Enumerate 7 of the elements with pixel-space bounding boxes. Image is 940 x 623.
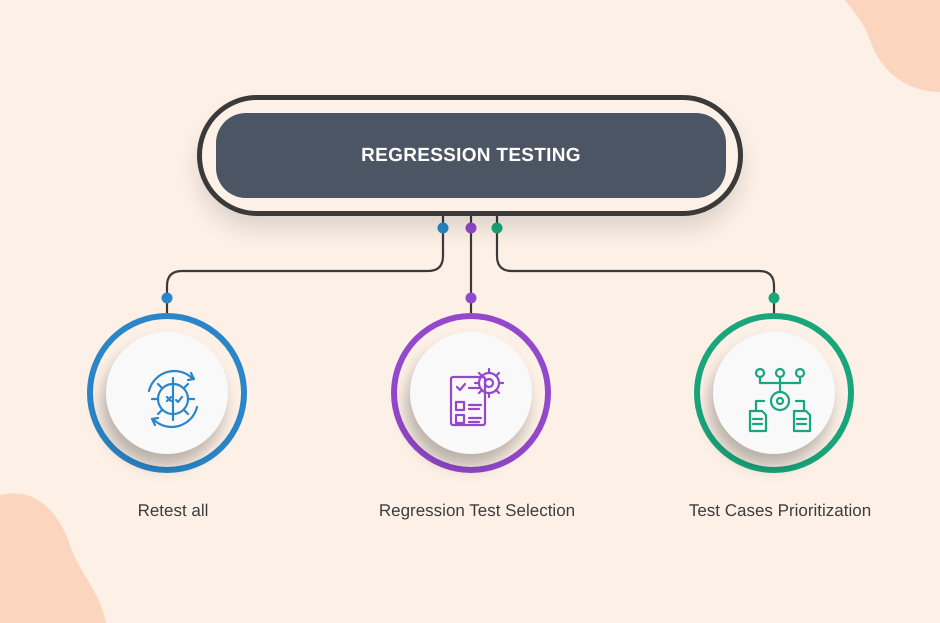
connector-line [466, 216, 476, 313]
connector-line [492, 216, 780, 313]
method-label: Regression Test Selection [378, 500, 576, 522]
connector-line [162, 216, 448, 313]
title-text: REGRESSION TESTING [361, 144, 581, 166]
method-label: Test Cases Prioritization [688, 500, 872, 522]
method-label: Retest all [136, 500, 210, 522]
